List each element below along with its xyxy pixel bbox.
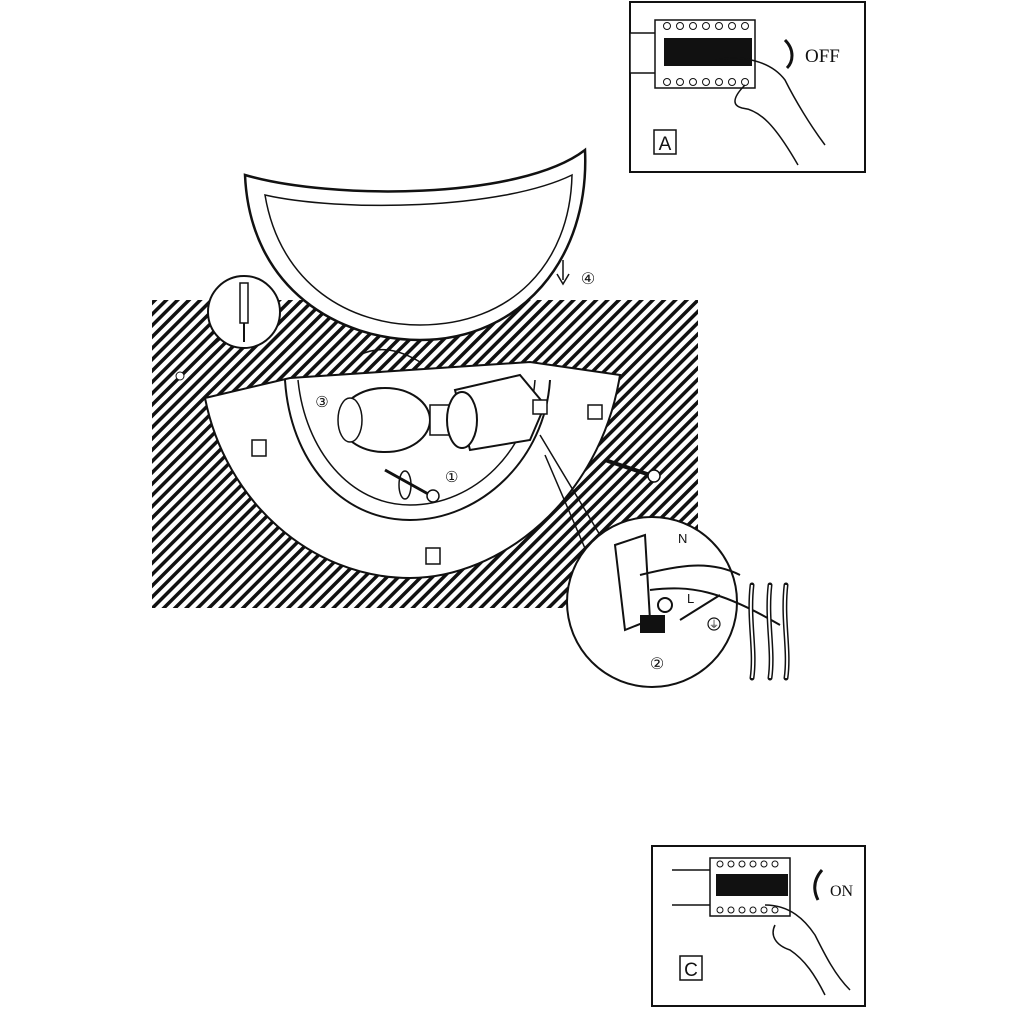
panel-a-switch-off: OFF A: [629, 1, 866, 173]
step-1-marker: ①: [445, 470, 458, 486]
hand-icon: [715, 57, 826, 166]
step-3-marker: ③: [315, 395, 328, 411]
arrow-down-icon: [783, 38, 794, 70]
wiring-detail-callout: ⏚ N L ②: [566, 516, 781, 688]
screw-icon: [384, 468, 440, 503]
step-2-marker: ②: [650, 656, 664, 673]
arrow-down-icon: [556, 260, 570, 286]
arrow-up-icon: [813, 869, 824, 901]
step-4-marker: ④: [581, 271, 595, 288]
on-label: ON: [830, 883, 854, 900]
panel-c-switch-on: ON C: [651, 845, 866, 1007]
hand-icon: [764, 904, 851, 996]
live-label: L: [687, 591, 694, 606]
lamp-holder: [446, 373, 548, 452]
neutral-label: N: [678, 531, 687, 546]
panel-a-label: A: [659, 134, 672, 155]
screw-icon: [604, 458, 661, 483]
off-label: OFF: [805, 46, 840, 67]
earth-icon: [707, 617, 721, 631]
earth-symbol: ⏚: [709, 619, 719, 631]
glass-shade: [243, 147, 587, 342]
wall-plug-callout: [175, 275, 281, 381]
wall-plug-icon: [239, 282, 249, 324]
panel-c-label: C: [684, 960, 698, 981]
